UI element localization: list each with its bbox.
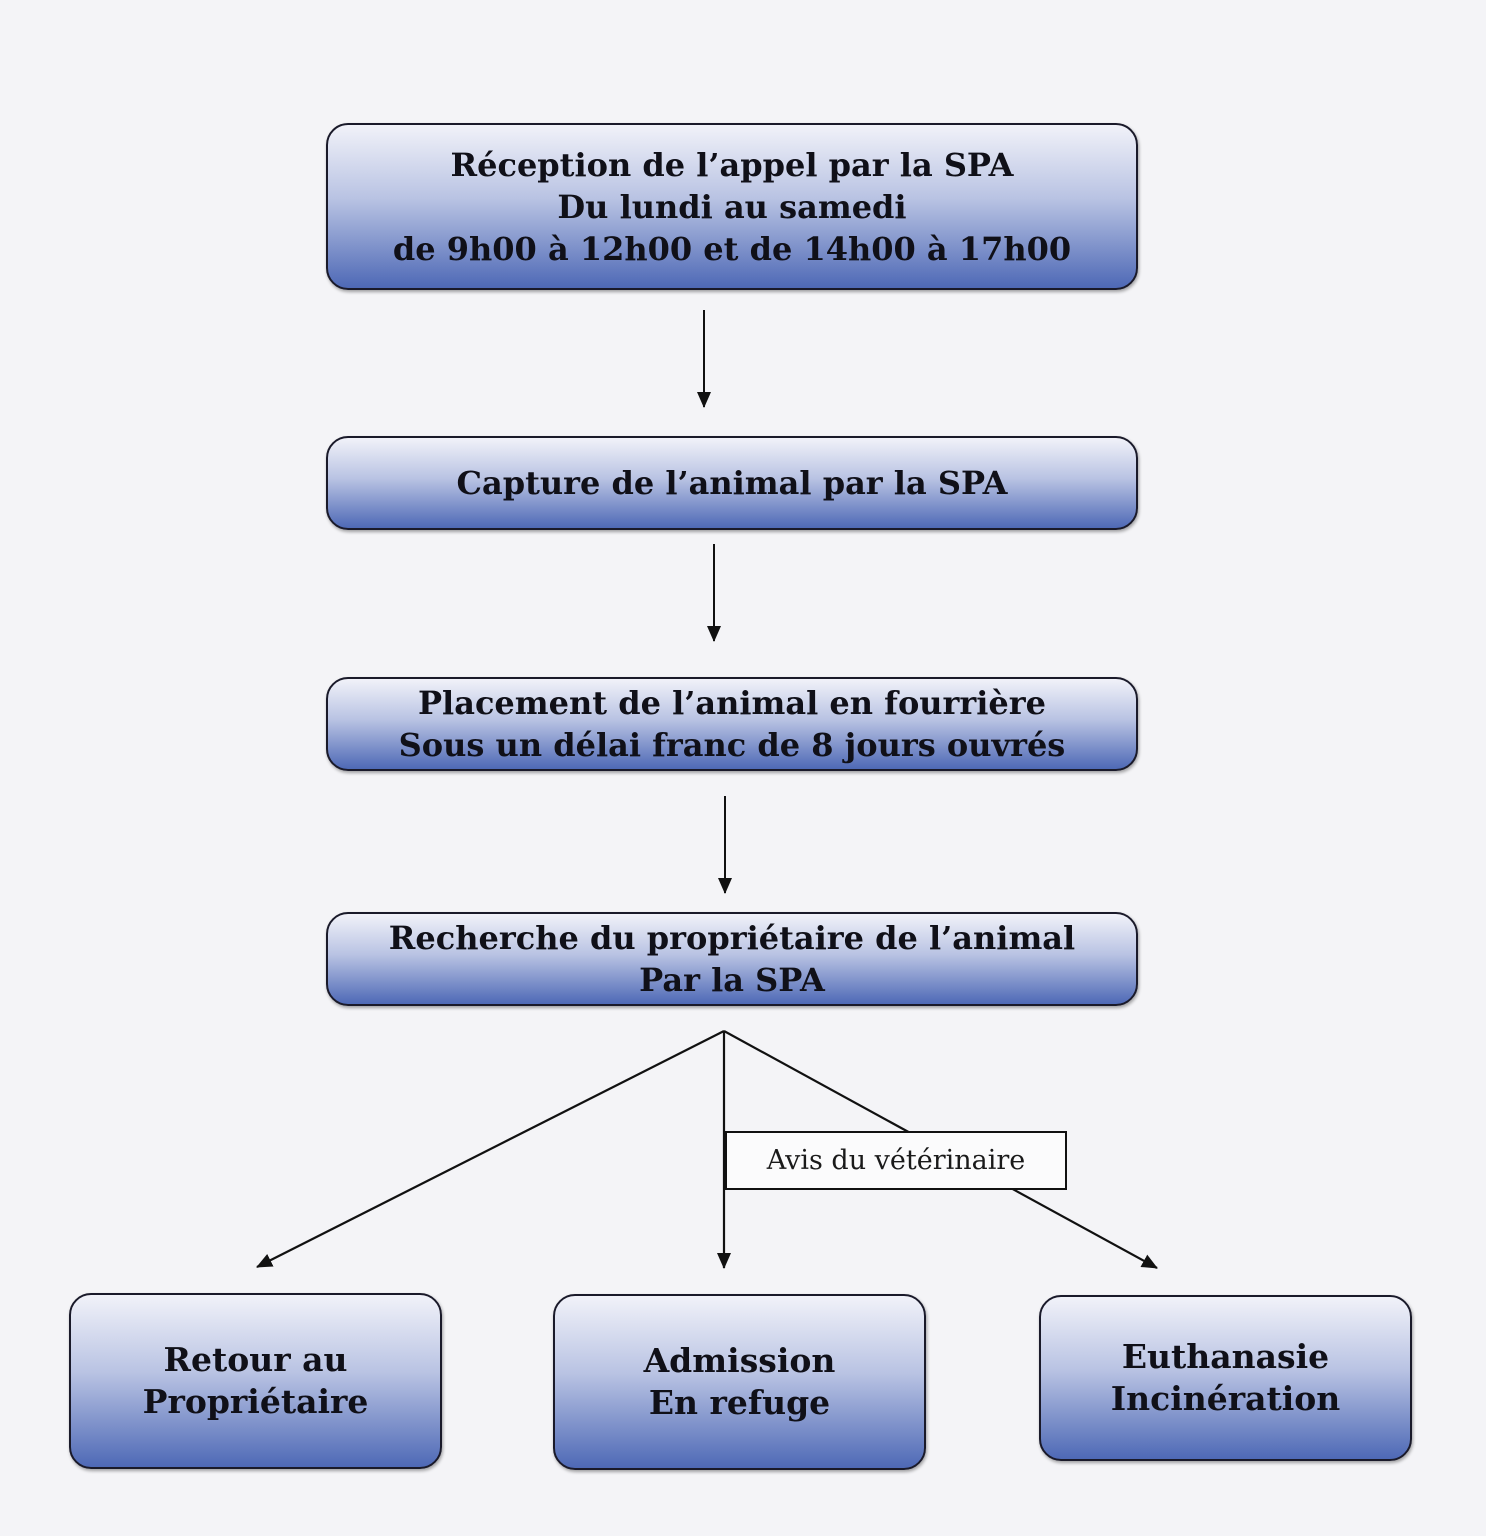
outcome-euthanasie-line1: Euthanasie [1121,1337,1330,1376]
step-reception-line1: Réception de l’appel par la SPA [450,145,1014,184]
outcome-euthanasie-incineration: Euthanasie Incinération [1039,1295,1412,1461]
step-recherche-line1: Recherche du propriétaire de l’animal [388,919,1076,957]
step-placement-line2: Sous un délai franc de 8 jours ouvrés [398,726,1066,764]
step-capture-animal: Capture de l’animal par la SPA [326,436,1138,530]
outcome-retour-proprietaire: Retour au Propriétaire [69,1293,442,1469]
step-capture-line1: Capture de l’animal par la SPA [456,464,1008,502]
step-placement-fourriere: Placement de l’animal en fourrière Sous … [326,677,1138,771]
step-reception-appel: Réception de l’appel par la SPA Du lundi… [326,123,1138,290]
step-reception-line2: Du lundi au samedi [557,187,907,226]
outcome-euthanasie-line2: Incinération [1110,1379,1341,1418]
branch-label-avis-veterinaire: Avis du vétérinaire [725,1131,1067,1190]
outcome-admission-line1: Admission [643,1341,836,1380]
step-placement-line1: Placement de l’animal en fourrière [417,684,1046,722]
step-recherche-proprietaire: Recherche du propriétaire de l’animal Pa… [326,912,1138,1006]
outcome-retour-line2: Propriétaire [142,1382,369,1421]
outcome-retour-line1: Retour au [163,1340,348,1379]
outcome-admission-refuge: Admission En refuge [553,1294,926,1470]
step-reception-line3: de 9h00 à 12h00 et de 14h00 à 17h00 [392,229,1072,268]
outcome-admission-line2: En refuge [648,1383,831,1422]
step-recherche-line2: Par la SPA [639,961,825,999]
arrow-recherche-to-retour [256,1030,725,1268]
